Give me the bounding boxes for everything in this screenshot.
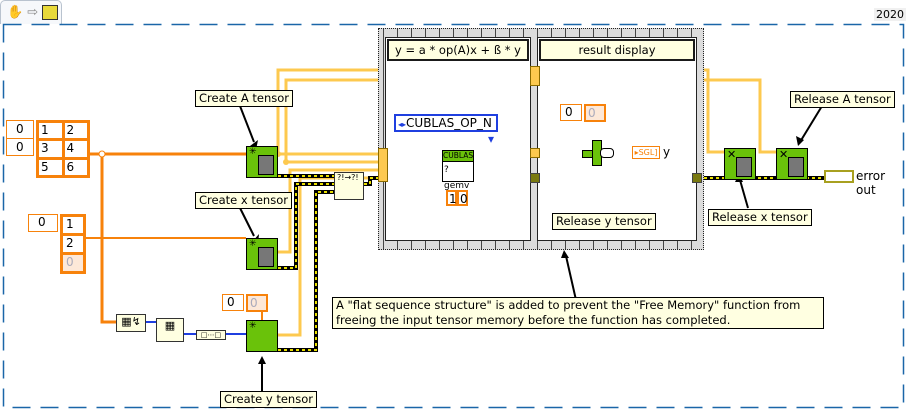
label-release-y-tensor: Release y tensor bbox=[552, 213, 656, 230]
merge-errors-node[interactable]: ?!→?! bbox=[334, 172, 364, 200]
label-release-x-tensor: Release x tensor bbox=[708, 209, 812, 226]
error-out-label: error out bbox=[856, 169, 886, 197]
sequence-tunnel bbox=[378, 148, 388, 182]
label-create-x-tensor: Create x tensor bbox=[195, 192, 292, 209]
matrix-cell[interactable]: 1 bbox=[39, 123, 62, 139]
matrix-cell[interactable]: 3 bbox=[39, 141, 62, 157]
alpha-constant[interactable]: 1 bbox=[446, 190, 457, 206]
close-icon: ✕ bbox=[727, 148, 737, 161]
y-length-index[interactable]: 0 bbox=[222, 294, 244, 311]
frame-header: y = a * op(A)x + ß * y bbox=[387, 39, 529, 61]
matrix-index-control[interactable]: 0 0 bbox=[6, 120, 34, 156]
create-x-tensor-node[interactable]: ✳ bbox=[246, 238, 278, 270]
close-icon: ✕ bbox=[779, 148, 789, 161]
gemv-header: CUBLAS bbox=[443, 151, 474, 162]
sequence-tunnel bbox=[692, 173, 702, 183]
sequence-tunnel bbox=[530, 173, 540, 183]
y-length-value[interactable]: 0 bbox=[246, 294, 268, 312]
merge-errors-glyph: ?! bbox=[351, 173, 359, 182]
beta-constant[interactable]: 0 bbox=[457, 190, 468, 206]
label-create-y-tensor: Create y tensor bbox=[220, 391, 317, 408]
toolbar-tab: ✋ ⇨ bbox=[0, 0, 62, 24]
y-indicator-label: y bbox=[663, 145, 671, 159]
matrix-cell[interactable]: 2 bbox=[64, 123, 87, 139]
matrix-col-index[interactable]: 0 bbox=[16, 140, 24, 154]
label-create-a-tensor: Create A tensor bbox=[195, 90, 294, 107]
release-x-tensor-node[interactable]: ✕ bbox=[724, 148, 756, 180]
index-array-node: ▦ bbox=[156, 318, 184, 342]
tensor-doc-icon bbox=[258, 155, 274, 175]
create-icon: ✳ bbox=[249, 239, 257, 249]
matrix-cell[interactable]: 6 bbox=[64, 159, 87, 175]
tensor-doc-icon bbox=[258, 247, 274, 267]
matrix-cell[interactable]: 4 bbox=[64, 141, 87, 157]
vector-cell[interactable]: 2 bbox=[63, 236, 83, 252]
matrix-a-control[interactable]: 1 2 3 4 5 6 bbox=[36, 120, 90, 178]
y-type: SGL bbox=[638, 148, 655, 157]
tensor-doc-icon bbox=[736, 157, 752, 177]
frame-header: result display bbox=[539, 39, 695, 61]
cublas-op-enum[interactable]: ◂▸CUBLAS_OP_N ▾ bbox=[394, 114, 498, 146]
create-icon: ✳ bbox=[249, 147, 257, 157]
create-y-tensor-node[interactable]: ✳ bbox=[246, 320, 278, 352]
label-release-a-tensor: Release A tensor bbox=[790, 91, 895, 108]
build-array-node: □⋯□ bbox=[196, 330, 226, 340]
release-a-tensor-node[interactable]: ✕ bbox=[776, 148, 808, 180]
sequence-tunnel bbox=[530, 66, 540, 86]
version-tag: 2020 bbox=[874, 8, 906, 21]
chevron-down-icon[interactable]: ▾ bbox=[487, 132, 494, 146]
sequence-frame-display: result display bbox=[537, 37, 697, 241]
merge-errors-glyph: ?! bbox=[337, 173, 345, 182]
vector-cell[interactable]: 1 bbox=[63, 217, 83, 233]
create-a-tensor-node[interactable]: ✳ bbox=[246, 146, 278, 178]
create-icon: ✳ bbox=[249, 321, 257, 331]
y-indicator[interactable]: ▸SGL] bbox=[632, 146, 660, 159]
hand-icon[interactable]: ✋ bbox=[7, 5, 24, 20]
result-value-control[interactable]: 0 bbox=[584, 104, 606, 122]
enum-value: CUBLAS_OP_N bbox=[406, 116, 492, 130]
cublas-gemv-node[interactable]: CUBLAS ?gemv bbox=[442, 150, 474, 191]
release-y-tensor-node[interactable] bbox=[582, 140, 614, 166]
sequence-frame-compute: y = a * op(A)x + ß * y bbox=[385, 37, 531, 241]
arrow-right-icon[interactable]: ⇨ bbox=[27, 5, 39, 20]
error-out-indicator[interactable] bbox=[824, 170, 854, 183]
enum-arrows-icon: ◂▸ bbox=[398, 120, 407, 129]
vi-icon[interactable] bbox=[42, 5, 59, 20]
comment-flat-sequence: A "flat sequence structure" is added to … bbox=[332, 297, 824, 329]
gemv-function: ?gemv bbox=[444, 165, 470, 191]
array-size-node: ▦↯ bbox=[116, 314, 146, 332]
flat-sequence-structure[interactable]: y = a * op(A)x + ß * y result display bbox=[378, 28, 704, 250]
matrix-cell[interactable]: 5 bbox=[39, 159, 62, 175]
matrix-row-index[interactable]: 0 bbox=[7, 121, 33, 139]
vector-empty-cell[interactable]: 0 bbox=[63, 255, 83, 271]
diagram-border bbox=[2, 23, 905, 409]
tensor-doc-icon bbox=[788, 157, 804, 177]
vector-index-control[interactable]: 0 bbox=[28, 214, 58, 232]
vector-x-control[interactable]: 1 2 0 bbox=[60, 214, 86, 274]
result-index-control[interactable]: 0 bbox=[560, 104, 582, 121]
sequence-tunnel bbox=[530, 148, 540, 158]
